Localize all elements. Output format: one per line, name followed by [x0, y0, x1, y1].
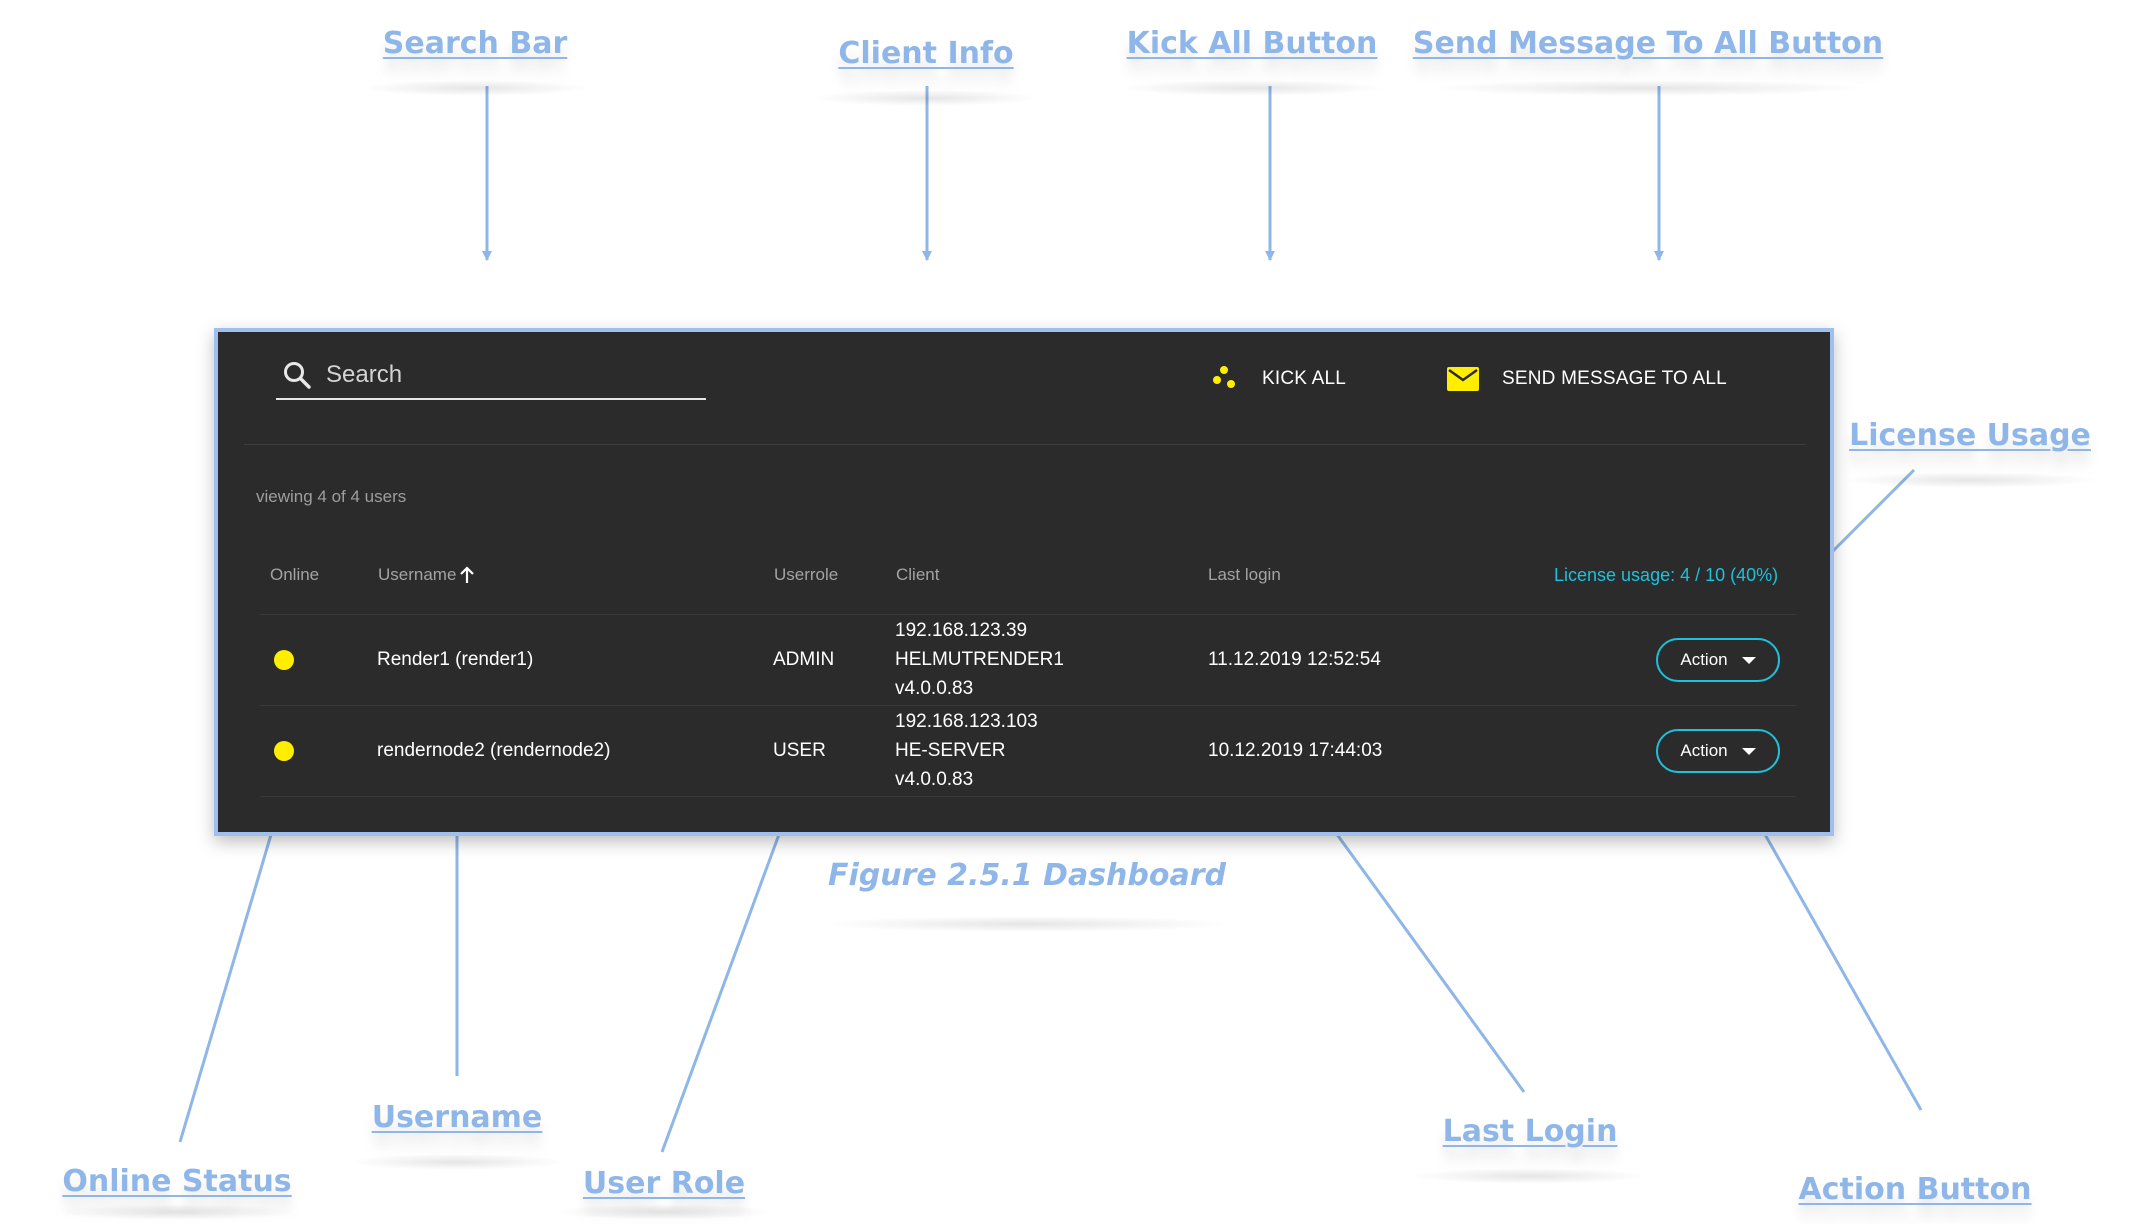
- callout-search-bar: Search Bar: [382, 26, 568, 61]
- client-host: HELMUTRENDER1: [895, 649, 1064, 670]
- action-button-label: Action: [1680, 741, 1728, 760]
- kick-all-label: KICK ALL: [1262, 368, 1346, 389]
- callout-action-button: Action Button: [1798, 1172, 2032, 1207]
- client-version: v4.0.0.83: [895, 769, 974, 790]
- callout-kick-all: Kick All Button: [1126, 26, 1378, 61]
- arrow-user-role: [660, 809, 790, 1153]
- kick-all-button[interactable]: KICK ALL: [1210, 352, 1346, 406]
- client-version: v4.0.0.83: [895, 678, 974, 699]
- arrow-up-icon: [460, 566, 475, 583]
- search-icon: [284, 362, 311, 389]
- userrole-cell: ADMIN: [773, 649, 835, 670]
- action-button-label: Action: [1680, 650, 1728, 669]
- caret-down-icon: [1741, 747, 1756, 755]
- table-row: Render1 (render1) ADMIN 192.168.123.39 H…: [218, 614, 1830, 704]
- username-cell: rendernode2 (rendernode2): [377, 740, 611, 761]
- last-login-cell: 10.12.2019 17:44:03: [1208, 740, 1383, 761]
- userrole-cell: USER: [773, 740, 826, 761]
- column-header-username-label: Username: [378, 565, 457, 584]
- callout-online-status: Online Status: [62, 1164, 292, 1199]
- arrow-online-status: [178, 783, 289, 1143]
- row-divider: [260, 614, 1796, 615]
- viewing-count: viewing 4 of 4 users: [256, 487, 407, 506]
- search-bar[interactable]: [276, 352, 706, 400]
- client-cell: 192.168.123.39 HELMUTRENDER1 v4.0.0.83: [895, 616, 1064, 703]
- client-host: HE-SERVER: [895, 740, 1006, 761]
- send-message-to-all-button[interactable]: SEND MESSAGE TO ALL: [1446, 352, 1727, 406]
- online-status-indicator: [274, 650, 294, 670]
- callout-send-message: Send Message To All Button: [1412, 26, 1884, 61]
- callout-client-info: Client Info: [838, 36, 1014, 71]
- column-header-userrole[interactable]: Userrole: [774, 565, 839, 584]
- callout-license-usage: License Usage: [1849, 418, 2091, 453]
- column-header-client[interactable]: Client: [896, 565, 940, 584]
- row-divider: [260, 705, 1796, 706]
- action-button[interactable]: Action: [1656, 729, 1780, 773]
- figure-caption: Figure 2.5.1 Dashboard: [827, 858, 1227, 893]
- caret-down-icon: [1741, 656, 1756, 664]
- column-header-online[interactable]: Online: [270, 565, 320, 584]
- username-cell: Render1 (render1): [377, 649, 534, 670]
- arrow-last-login: [1310, 799, 1526, 1093]
- arrow-action-button: [1748, 807, 1923, 1111]
- dashboard-panel: KICK ALL SEND MESSAGE TO ALL viewing 4 o…: [214, 328, 1834, 836]
- online-status-indicator: [274, 741, 294, 761]
- callout-user-role: User Role: [582, 1166, 746, 1201]
- header-divider: [244, 444, 1806, 445]
- kick-dots-icon: [1213, 366, 1235, 388]
- callout-last-login: Last Login: [1442, 1114, 1618, 1149]
- column-header-last-login[interactable]: Last login: [1208, 565, 1281, 584]
- callout-username: Username: [371, 1100, 543, 1135]
- send-message-label: SEND MESSAGE TO ALL: [1502, 368, 1727, 389]
- client-ip: 192.168.123.39: [895, 620, 1028, 641]
- envelope-icon: [1447, 367, 1479, 391]
- row-divider: [260, 796, 1796, 797]
- client-ip: 192.168.123.103: [895, 711, 1038, 732]
- table-row: rendernode2 (rendernode2) USER 192.168.1…: [218, 705, 1830, 795]
- column-header-username[interactable]: Username: [378, 565, 475, 585]
- license-usage: License usage: 4 / 10 (40%): [1554, 565, 1779, 585]
- client-cell: 192.168.123.103 HE-SERVER v4.0.0.83: [895, 707, 1038, 794]
- last-login-cell: 11.12.2019 12:52:54: [1208, 649, 1381, 670]
- search-input[interactable]: [324, 360, 688, 390]
- action-button[interactable]: Action: [1656, 638, 1780, 682]
